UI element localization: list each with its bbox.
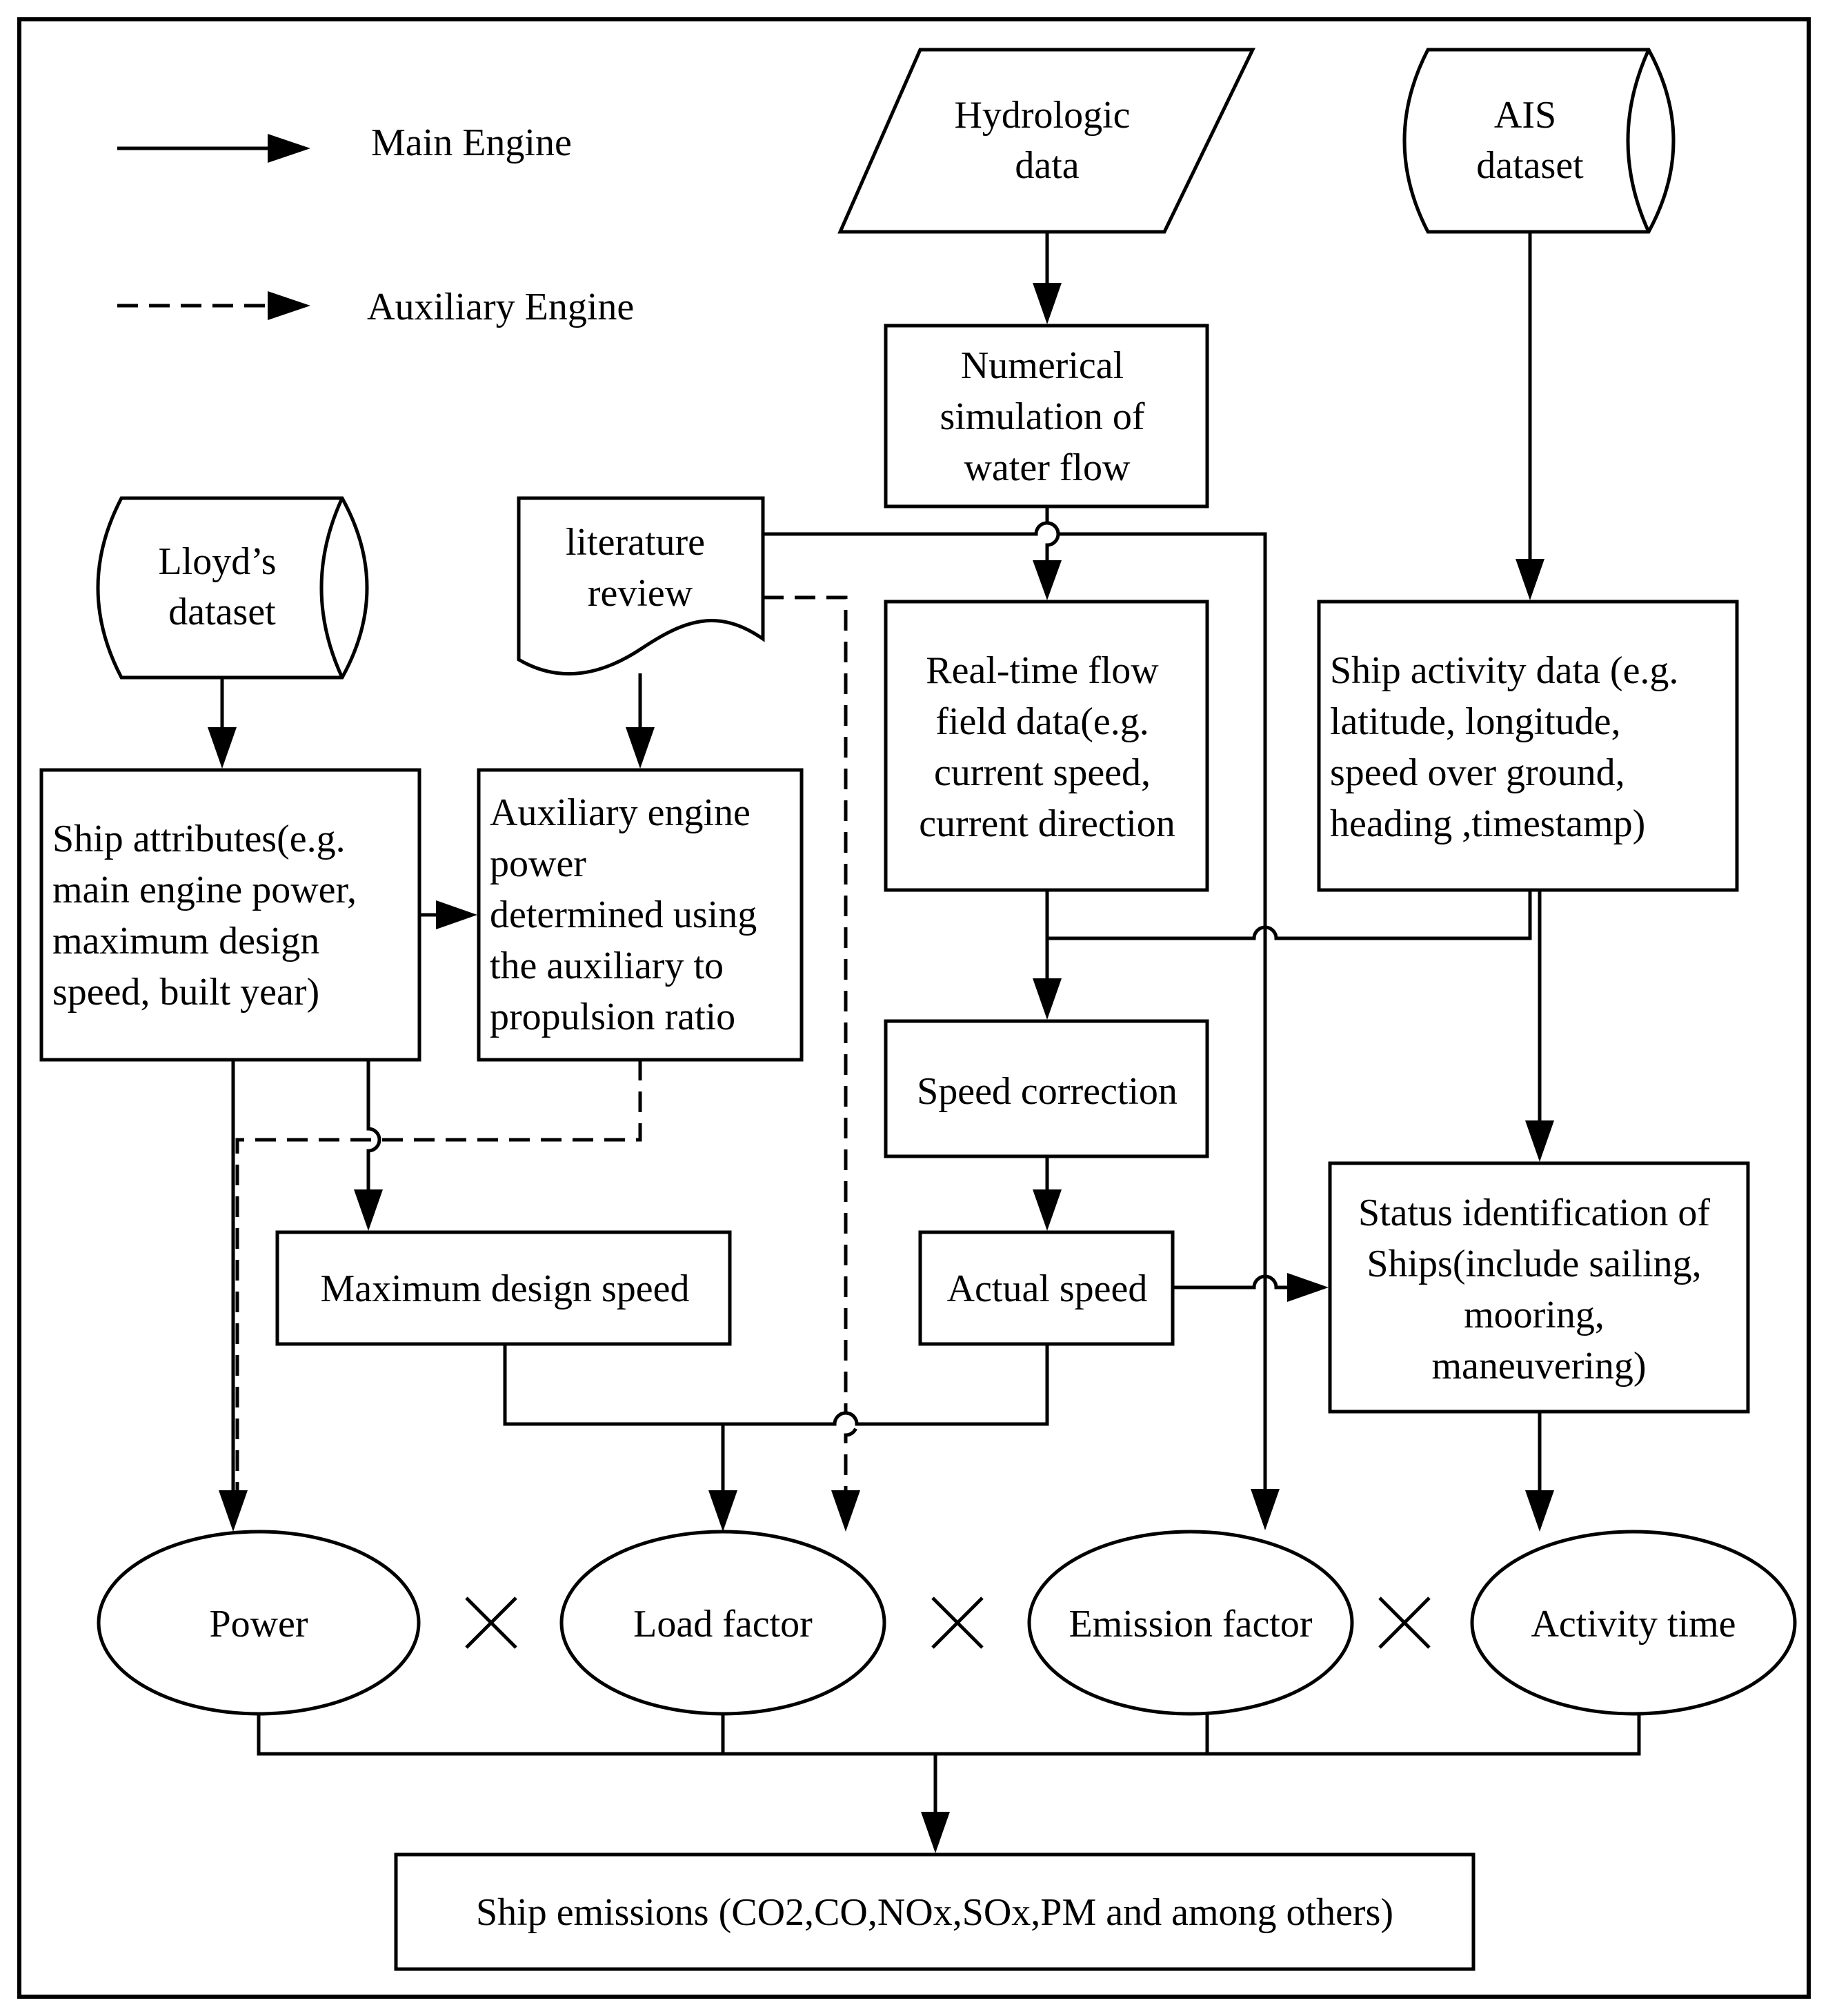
ship-emissions-box (394, 1852, 1476, 1971)
numerical-simulation-box (884, 324, 1209, 508)
actual-speed-box (918, 1230, 1175, 1346)
ship-emissions-label: Ship emissions (CO2,CO,NOx,SOx,PM and am… (476, 1891, 1393, 1934)
activity-time-label: Activity time (1531, 1603, 1736, 1646)
realtime-flow-label: Real-time flow field data(e.g. current s… (919, 649, 1175, 845)
load-factor-label: Load factor (633, 1603, 813, 1646)
literature-review-shape (517, 496, 765, 676)
numerical-simulation-label: Numerical simulation of water flow (940, 344, 1154, 489)
max-design-speed-label: Maximum design speed (320, 1267, 689, 1310)
legend-main-engine-arrowhead (268, 134, 310, 163)
lloyds-dataset-inner-curve (319, 497, 344, 679)
hydrologic-data-label: Hydrologic data (954, 94, 1140, 187)
auxiliary-engine-connectors (235, 595, 860, 1532)
ship-attributes-label: Ship attributes(e.g. main engine power, … (52, 818, 366, 1014)
actual-speed-label: Actual speed (947, 1267, 1148, 1310)
legend-main-engine-label: Main Engine (371, 121, 572, 164)
main-engine-connectors (208, 232, 1641, 1853)
lloyds-dataset-label: Lloyd’s dataset (158, 540, 286, 633)
realtime-flow-box (884, 600, 1209, 892)
outer-frame (17, 17, 1811, 1999)
ais-dataset-label: AIS dataset (1476, 94, 1584, 187)
ship-activity-label: Ship activity data (e.g. latitude, longi… (1330, 649, 1688, 845)
emission-factor-label: Emission factor (1069, 1603, 1312, 1646)
lloyds-dataset-shape (96, 496, 369, 680)
activity-time-ellipse (1470, 1530, 1797, 1716)
speed-correction-box (884, 1019, 1209, 1158)
multiply-icon (465, 1597, 517, 1649)
multiply-icon (1378, 1597, 1431, 1649)
legend: Main Engine Auxiliary Engine (117, 121, 634, 328)
speed-correction-label: Speed correction (917, 1070, 1178, 1113)
auxiliary-power-label: Auxiliary engine power determined using … (490, 791, 766, 1038)
ais-dataset-inner-curve (1626, 48, 1651, 233)
power-label: Power (209, 1603, 308, 1646)
emission-factor-ellipse (1027, 1530, 1354, 1716)
hydrologic-data-shape (837, 48, 1255, 234)
literature-review-label: literature review (566, 521, 715, 615)
status-identification-box (1328, 1161, 1750, 1414)
ais-dataset-shape (1402, 48, 1676, 234)
multiply-icon (931, 1597, 984, 1649)
status-identification-label: Status identification of Ships(include s… (1358, 1192, 1720, 1387)
legend-auxiliary-engine-arrowhead (268, 291, 310, 320)
auxiliary-power-box (477, 768, 804, 1062)
legend-auxiliary-engine-label: Auxiliary Engine (367, 286, 634, 328)
ship-activity-box (1317, 600, 1739, 892)
ship-attributes-box (39, 768, 421, 1062)
